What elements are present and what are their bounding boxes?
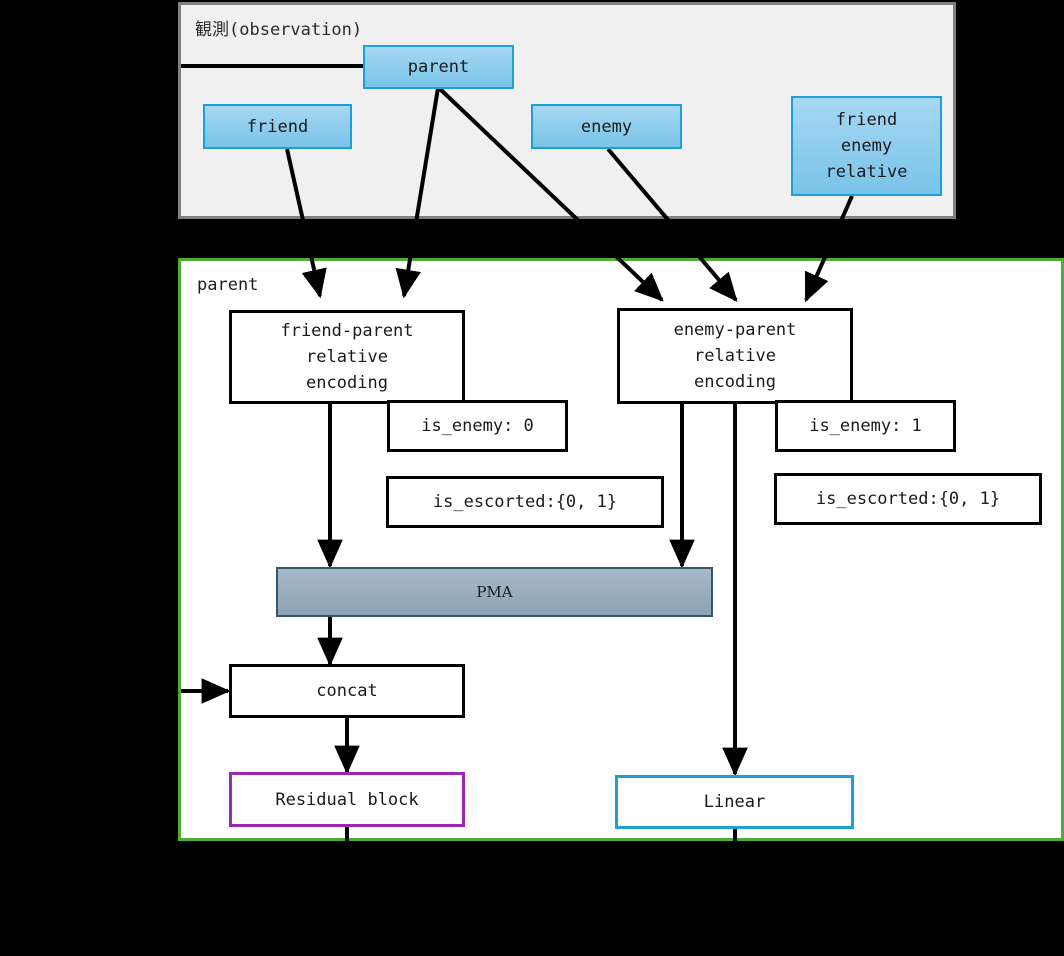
- node-is-enemy-friend[interactable]: is_enemy: 0: [387, 400, 568, 452]
- node-friend-parent-relative-encoding[interactable]: friend-parent relative encoding: [229, 310, 465, 404]
- observation-node-enemy[interactable]: enemy: [531, 104, 682, 149]
- parent-panel-title: parent: [197, 275, 259, 295]
- observation-panel-title: 観測(observation): [195, 20, 363, 40]
- node-linear[interactable]: Linear: [615, 775, 854, 829]
- node-enemy-parent-relative-encoding[interactable]: enemy-parent relative encoding: [617, 308, 853, 404]
- observation-node-friend-enemy-relative[interactable]: friend enemy relative: [791, 96, 942, 196]
- node-is-enemy-enemy[interactable]: is_enemy: 1: [775, 400, 956, 452]
- node-pma[interactable]: PMA: [276, 567, 713, 617]
- node-residual-block[interactable]: Residual block: [229, 772, 465, 827]
- node-is-escorted-enemy[interactable]: is_escorted:{0, 1}: [774, 473, 1042, 525]
- observation-node-friend[interactable]: friend: [203, 104, 352, 149]
- node-is-escorted-friend[interactable]: is_escorted:{0, 1}: [386, 476, 664, 528]
- node-concat[interactable]: concat: [229, 664, 465, 718]
- observation-node-parent[interactable]: parent: [363, 45, 514, 89]
